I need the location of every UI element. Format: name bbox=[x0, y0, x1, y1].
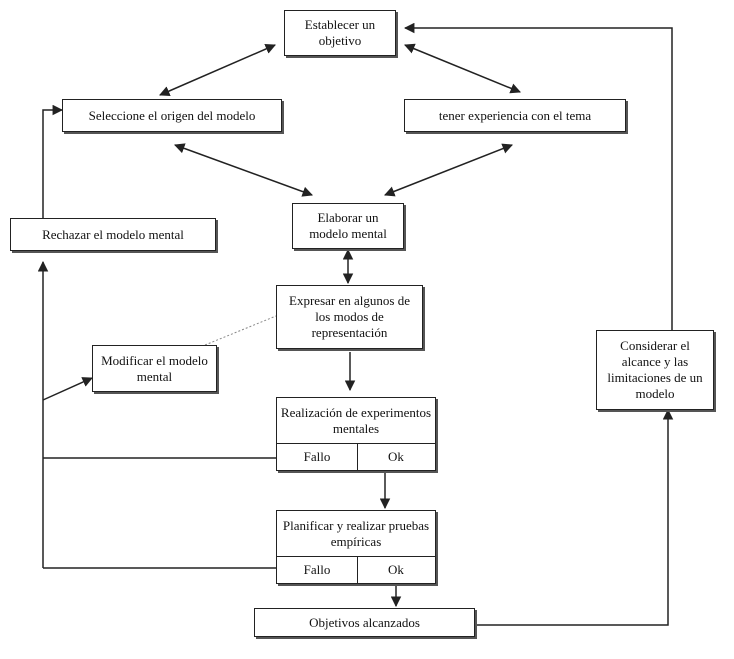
experimentos-title: Realización de experimentos mentales bbox=[277, 398, 435, 444]
arrow-objetivo-experiencia bbox=[404, 43, 521, 94]
node-objetivos-alcanzados: Objetivos alcanzados bbox=[254, 608, 475, 637]
node-tener-experiencia: tener experiencia con el tema bbox=[404, 99, 626, 132]
arrow-origen-elaborar bbox=[174, 143, 313, 197]
line-modificar-expresar bbox=[204, 315, 277, 346]
node-pruebas-empiricas: Planificar y realizar pruebas empíricas … bbox=[276, 510, 436, 584]
node-rechazar-modelo: Rechazar el modelo mental bbox=[10, 218, 216, 251]
arrow-objetivo-origen bbox=[159, 43, 276, 97]
arrow-to-modificar bbox=[42, 377, 93, 401]
node-considerar-alcance: Considerar el alcance y las limitaciones… bbox=[596, 330, 714, 410]
pruebas-ok: Ok bbox=[388, 561, 404, 577]
node-establecer-objetivo: Establecer un objetivo bbox=[284, 10, 396, 56]
arrow-considerar-objetivo bbox=[403, 22, 673, 330]
experimentos-ok: Ok bbox=[388, 448, 404, 464]
node-seleccione-origen: Seleccione el origen del modelo bbox=[62, 99, 282, 132]
node-elaborar-modelo: Elaborar un modelo mental bbox=[292, 203, 404, 249]
experimentos-fallo: Fallo bbox=[277, 443, 358, 470]
arrow-experiencia-elaborar bbox=[384, 143, 513, 197]
node-expresar-representacion: Expresar en algunos de los modos de repr… bbox=[276, 285, 423, 349]
node-experimentos-mentales: Realización de experimentos mentales Fal… bbox=[276, 397, 436, 471]
arrow-rechazar-origen bbox=[42, 104, 64, 218]
arrow-objetivos-considerar bbox=[475, 408, 674, 626]
pruebas-fallo: Fallo bbox=[277, 556, 358, 583]
pruebas-title: Planificar y realizar pruebas empíricas bbox=[277, 511, 435, 557]
node-modificar-modelo: Modificar el modelo mental bbox=[92, 345, 217, 392]
